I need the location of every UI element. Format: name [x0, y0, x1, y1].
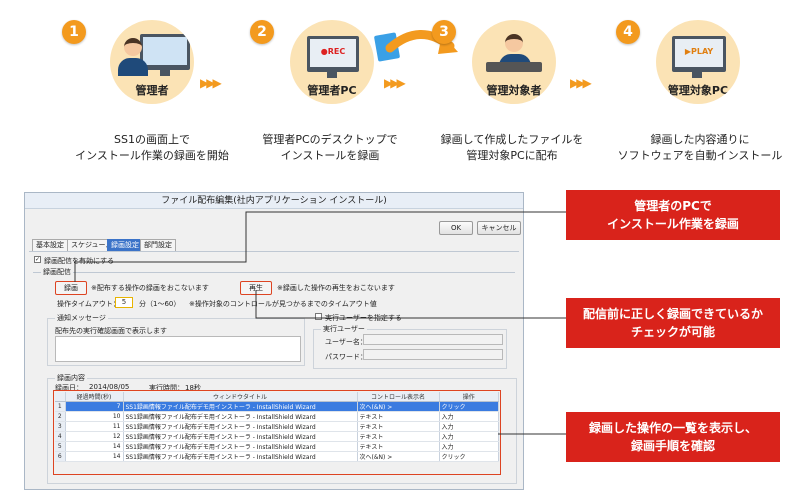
col-control-name[interactable]: コントロール表示名: [357, 392, 440, 403]
play-screen-text: ▶PLAY: [684, 47, 714, 56]
step-caption: 録画して作成したファイルを管理対象PCに配布: [440, 133, 584, 162]
table-header: 経過時間(秒) ウィンドウタイトル コントロール表示名 操作: [55, 392, 499, 403]
col-operation[interactable]: 操作: [439, 392, 499, 403]
play-note: ※録画した操作の再生をおこないます: [277, 284, 395, 292]
exec-user-section: 実行ユーザー: [321, 324, 367, 334]
notify-desc: 配布先の実行確認画面で表示します: [55, 327, 167, 335]
exec-time: 18秒: [185, 384, 201, 392]
exec-time-label: 実行時間：: [149, 384, 184, 392]
col-elapsed[interactable]: 経過時間(秒): [65, 392, 124, 403]
step-illustration: ▶PLAY 管理対象PC: [656, 20, 740, 104]
exec-user-checkbox[interactable]: [315, 313, 322, 320]
step-caption: 管理者PCのデスクトップでインストールを録画: [262, 133, 398, 162]
step-number: 4: [616, 20, 640, 44]
notify-section: 通知メッセージ: [55, 313, 108, 323]
step-1: 1 管理者 SS1の画面上でインストール作業の録画を開始: [62, 14, 242, 174]
timeout-label: 操作タイムアウト：: [57, 300, 120, 308]
tab-department[interactable]: 部門設定: [140, 239, 176, 251]
step-label: 管理者: [135, 84, 169, 97]
cancel-button[interactable]: キャンセル: [477, 221, 521, 235]
timeout-stepper[interactable]: 5: [115, 297, 133, 308]
notify-message-textarea[interactable]: [55, 336, 301, 362]
step-number: 2: [250, 20, 274, 44]
enable-record-label: 録画配信を有効にする: [44, 257, 115, 265]
arrow-icon: ▶▶▶: [200, 76, 222, 90]
password-field[interactable]: [363, 349, 503, 360]
content-section: 録画内容: [55, 373, 87, 383]
record-date: 2014/08/05: [89, 383, 130, 391]
step-2: 2 ●REC 管理者PC 管理者PCのデスクトップでインストールを録画: [240, 14, 420, 174]
username-label: ユーザー名：: [325, 338, 367, 346]
step-illustration: ●REC 管理者PC: [290, 20, 374, 104]
laptop-icon: [486, 62, 542, 72]
step-label: 管理対象PC: [667, 84, 729, 97]
enable-record-checkbox[interactable]: ✓: [34, 256, 41, 263]
dialog-title: ファイル配布編集(社内アプリケーション インストール): [25, 193, 523, 209]
rec-screen-text: ●REC: [320, 47, 346, 56]
timeout-note: ※操作対象のコントロールが見つかるまでのタイムアウト値: [189, 300, 377, 308]
monitor-icon: [140, 34, 190, 76]
step-caption: SS1の画面上でインストール作業の録画を開始: [75, 133, 229, 162]
callout-record: 管理者のPCでインストール作業を録画: [566, 190, 780, 240]
step-label: 管理者PC: [307, 84, 357, 97]
step-number: 3: [432, 20, 456, 44]
step-label: 管理対象者: [486, 84, 542, 97]
record-button[interactable]: 録画: [55, 281, 87, 295]
record-note: ※配布する操作の録画をおこないます: [91, 284, 209, 292]
col-window-title[interactable]: ウィンドウタイトル: [123, 392, 358, 403]
arrow-icon: ▶▶▶: [570, 76, 592, 90]
ok-button[interactable]: OK: [439, 221, 473, 235]
monitor-icon: ●REC: [307, 36, 359, 78]
monitor-icon: ▶PLAY: [672, 36, 726, 78]
step-3: 3 管理対象者 録画して作成したファイルを管理対象PCに配布: [422, 14, 602, 174]
file-distribution-dialog: ファイル配布編集(社内アプリケーション インストール) OK キャンセル 基本設…: [24, 192, 524, 490]
record-table-highlight: [53, 390, 501, 475]
record-date-label: 録画日：: [55, 384, 83, 392]
username-field[interactable]: [363, 334, 503, 345]
section-record: 録画配信: [41, 267, 73, 277]
step-illustration: 管理者: [110, 20, 194, 104]
callout-steps: 録画した操作の一覧を表示し、録画手順を確認: [566, 412, 780, 462]
step-4: 4 ▶PLAY 管理対象PC 録画した内容通りにソフトウェアを自動インストール: [610, 14, 790, 174]
timeout-unit: 分（1〜60）: [139, 300, 181, 308]
step-number: 1: [62, 20, 86, 44]
callout-check: 配信前に正しく録画できているかチェックが可能: [566, 298, 780, 348]
step-caption: 録画した内容通りにソフトウェアを自動インストール: [617, 133, 783, 162]
password-label: パスワード：: [325, 353, 367, 361]
step-illustration: 管理対象者: [472, 20, 556, 104]
arrow-icon: ▶▶▶: [384, 76, 406, 90]
